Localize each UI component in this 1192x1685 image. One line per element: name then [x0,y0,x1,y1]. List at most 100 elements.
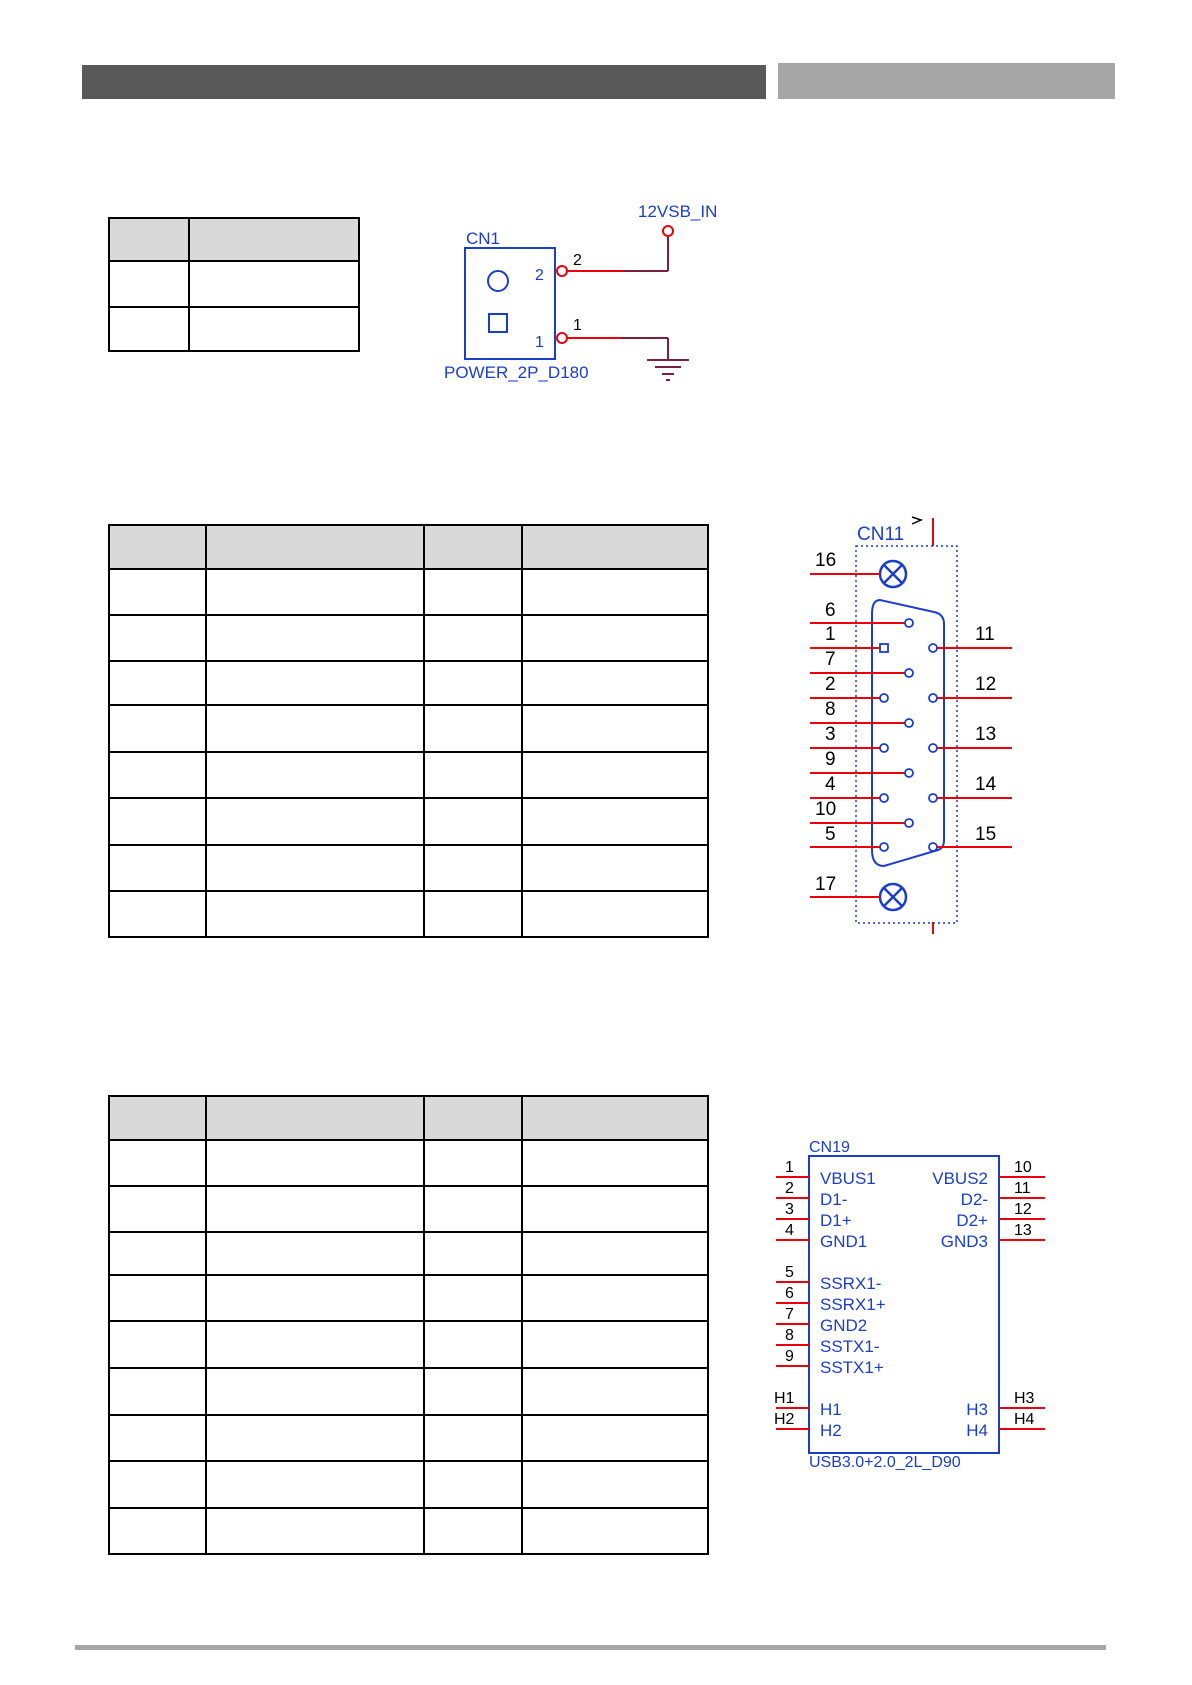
cn11-pin-number: 17 [815,874,836,895]
table-cell [423,751,523,799]
cn19-part-label: USB3.0+2.0_2L_D90 [809,1454,961,1471]
cn11-pin-table [108,524,709,938]
table-cell [521,1320,709,1369]
table-cell [521,704,709,753]
table-header-row [108,217,360,262]
cn19-ref-label: CN19 [809,1139,850,1156]
cn19-signal-label: D2+ [956,1211,988,1230]
cn11-ref-label: CN11 [857,524,904,545]
table-cell [205,797,425,846]
cn11-right-pin-numbers: 11 12 13 14 15 [975,624,997,845]
cn19-signal-label: VBUS2 [932,1169,988,1188]
table-row [108,306,360,352]
table-header-cell [423,524,523,570]
cn11-pin-number: 13 [975,724,996,745]
cn19-signal-label: D1- [820,1190,847,1209]
table-header-cell [521,524,709,570]
cn1-pin2-outside-number: 2 [573,252,582,269]
cn11-outline [855,545,958,924]
table-cell [205,660,425,706]
table-cell [205,844,425,892]
cn19-pin-number: 11 [1014,1180,1031,1197]
table-row [108,568,709,616]
cn19-hole-label: H4 [966,1421,988,1440]
cn19-right-pin-numbers: 10 11 12 13 H3 H4 [1014,1159,1035,1428]
cn19-pin-number: 9 [785,1348,794,1365]
cn11-left-pin-numbers: 16 6 1 7 2 8 3 9 4 10 5 17 [815,550,836,895]
table-row [108,844,709,892]
table-cell [423,1367,523,1416]
cn19-hole-number: H1 [774,1390,795,1407]
table-header-cell [521,1095,709,1141]
cn19-signal-label: D2- [961,1190,988,1209]
table-cell [108,1367,207,1416]
table-cell [423,1320,523,1369]
table-cell [205,614,425,662]
cn19-signal-label: SSTX1- [820,1337,880,1356]
cn19-pin-wires [776,1176,1045,1430]
table-cell [108,260,190,308]
table-cell [108,797,207,846]
table-cell [108,1320,207,1369]
cn1-pin2-endpoint [556,265,568,277]
cn19-hole-number: H4 [1014,1411,1035,1428]
table-cell [108,306,190,352]
cn1-pin1-number: 1 [535,334,544,351]
table-header-cell [423,1095,523,1141]
cn1-part-label: POWER_2P_D180 [444,363,589,382]
table-cell [205,1274,425,1322]
footer-rule [75,1645,1106,1650]
table-header-cell [205,1095,425,1141]
table-cell [521,1274,709,1322]
table-cell [188,260,360,308]
cn19-pin-number: 5 [785,1264,794,1281]
table-cell [205,1367,425,1416]
cn11-pin-number: 3 [825,724,836,745]
table-cell [108,1460,207,1509]
header-band-light [778,63,1115,99]
table-cell [108,1274,207,1322]
table-row [108,1367,709,1416]
cn19-pin-number: 3 [785,1201,794,1218]
cn11-pin-number: 8 [825,699,836,720]
table-cell [205,1460,425,1509]
cn19-signal-label: D1+ [820,1211,852,1230]
table-cell [521,797,709,846]
cn1-schematic: CN1 12VSB_IN POWER_2P_D180 2 1 2 1 [444,202,717,382]
table-cell [521,614,709,662]
cn1-pin1-endpoint [556,332,568,344]
table-header-cell [108,1095,207,1141]
table-cell [423,1414,523,1462]
cn19-signal-label: GND1 [820,1232,867,1251]
cn11-pin-number: 5 [825,824,836,845]
table-cell [423,844,523,892]
table-cell [108,704,207,753]
cn1-net-label: 12VSB_IN [638,202,717,221]
table-cell [205,568,425,616]
table-cell [108,660,207,706]
cn19-signal-label: GND3 [941,1232,988,1251]
table-cell [423,660,523,706]
table-cell [205,1139,425,1187]
table-cell [108,1231,207,1276]
table-cell [205,704,425,753]
table-row [108,1274,709,1322]
ground-icon [647,359,689,381]
table-cell [205,1320,425,1369]
cn19-left-signals: VBUS1 D1- D1+ GND1 SSRX1- SSRX1+ GND2 SS… [820,1169,886,1440]
table-cell [423,797,523,846]
cn19-schematic: CN19 USB3.0+2.0_2L_D90 1 2 3 [774,1139,1045,1471]
cn11-pin-contacts [879,618,938,852]
cn11-schematic: CN11 [810,516,1012,934]
cn11-pin-number: 11 [975,624,995,645]
table-cell [205,890,425,938]
cn1-body [464,247,556,360]
table-header-row [108,524,709,570]
cn11-ref-marker [911,516,924,525]
table-row [108,660,709,706]
table-cell [205,1231,425,1276]
cn19-pin-number: 7 [785,1306,794,1323]
cn19-hole-label: H3 [966,1400,988,1419]
cn19-body [808,1155,1000,1454]
table-row [108,1185,709,1233]
